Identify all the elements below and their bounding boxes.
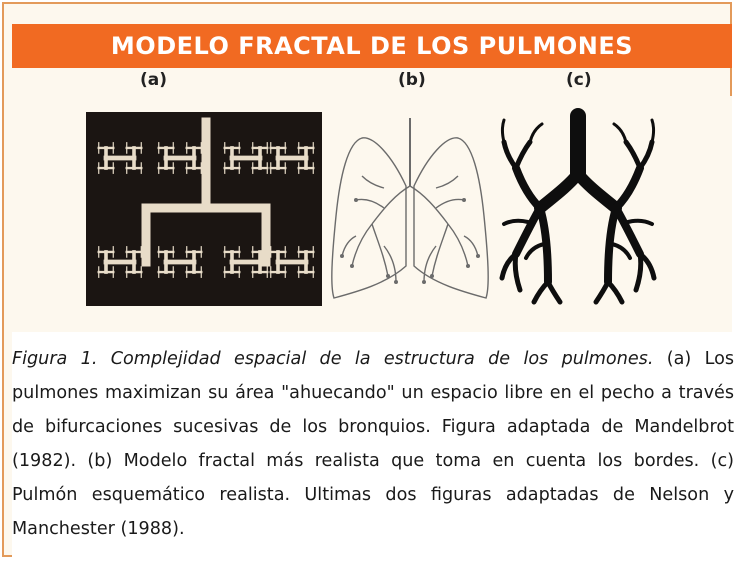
panel-label-c: (c) <box>566 70 592 90</box>
header-title: MODELO FRACTAL DE LOS PULMONES <box>110 32 634 60</box>
figure-header: MODELO FRACTAL DE LOS PULMONES <box>12 24 732 68</box>
figure-caption: Figura 1. Complejidad espacial de la est… <box>12 342 734 546</box>
lung-outline-icon <box>331 118 489 299</box>
figure-title: Figura 1. Complejidad espacial de la est… <box>12 349 654 369</box>
bronchial-tree-icon <box>499 108 657 305</box>
caption-body: (a) Los pulmones maximizan su área "ahue… <box>12 349 735 539</box>
caption-area <box>12 332 732 557</box>
panel-label-a: (a) <box>140 70 168 90</box>
panel-label-b: (b) <box>398 70 426 90</box>
fractal-h-tree-icon <box>86 112 322 306</box>
